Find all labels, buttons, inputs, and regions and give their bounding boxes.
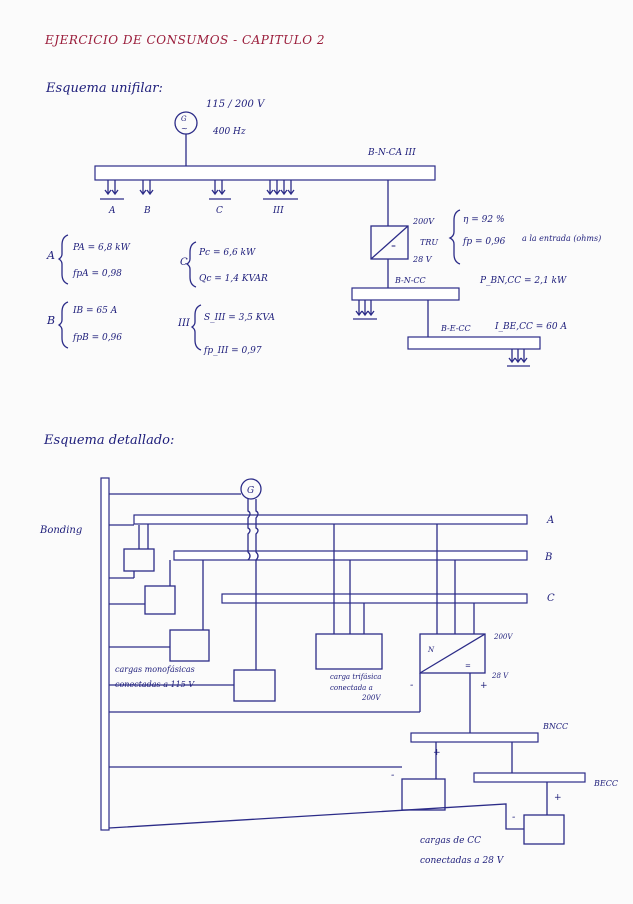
load-iii-name: III	[177, 318, 191, 329]
load-b-name: B	[46, 314, 55, 327]
dc-load-2	[523, 814, 565, 845]
load-b-power-factor: fpB = 0,96	[72, 333, 122, 343]
phase-a-bus	[133, 514, 528, 525]
tri-note-line2: conectada a	[330, 684, 373, 692]
phase-c-bus	[221, 593, 528, 604]
becc-label: BECC	[593, 779, 618, 788]
ess-bus-current: I_BE,CC = 60 A	[494, 322, 567, 332]
page-title: EJERCICIO DE CONSUMOS - CAPITULO 2	[44, 33, 325, 47]
tri-load	[315, 633, 383, 670]
mono-load-4	[233, 669, 276, 702]
mono-load-1	[123, 548, 155, 572]
svg-text:N: N	[427, 646, 435, 654]
load-a-power: PA = 6,8 kW	[72, 243, 131, 253]
tru-name: TRU	[420, 238, 438, 247]
load-c-power: Pc = 6,6 kW	[198, 248, 256, 258]
phase-b-bus	[173, 550, 528, 561]
tru-detailed-input: 200V	[493, 633, 513, 641]
load-b-label: B	[143, 206, 151, 216]
load-c-label: C	[216, 206, 223, 216]
dc-load-1-plus: +	[433, 748, 441, 758]
tru-note: a la entrada (ohms)	[522, 234, 601, 243]
tru-detailed	[419, 633, 486, 674]
load-b-arrows	[139, 180, 154, 196]
bonding-label: Bonding	[39, 525, 82, 536]
tru-efficiency: η = 92 %	[463, 215, 505, 225]
tru-input-voltage: 200V	[412, 217, 435, 226]
dc-bus-label: B-N-CC	[394, 276, 426, 285]
detallado-heading: Esquema detallado:	[43, 433, 174, 448]
bonding-bar	[100, 477, 110, 831]
tru-detailed-output: 28 V	[491, 672, 509, 680]
svg-text:G: G	[181, 115, 187, 123]
load-b-current: IB = 65 A	[72, 306, 118, 316]
generator-voltage: 115 / 200 V	[206, 99, 266, 110]
phase-c-label: C	[547, 593, 555, 604]
tru-plus-terminal: +	[480, 681, 488, 691]
becc-bus	[473, 772, 586, 783]
tri-note-line3: 200V	[361, 694, 381, 702]
mono-load-3	[169, 629, 210, 662]
ess-bus-label: B-E-CC	[440, 324, 471, 333]
load-a-label: A	[108, 206, 116, 216]
dc-note-line2: conectadas a 28 V	[420, 856, 505, 866]
mono-note-line1: cargas monofásicas	[115, 665, 195, 674]
dc-load-arrows	[353, 300, 377, 320]
load-a-power-factor: fpA = 0,98	[72, 269, 122, 279]
svg-text:=: =	[391, 243, 396, 250]
load-c-arrows	[209, 180, 231, 200]
tru-power-factor: fp = 0,96	[462, 237, 506, 247]
ac-bus-bar	[94, 165, 436, 181]
svg-text:G: G	[247, 486, 254, 496]
dc-load-1	[401, 778, 446, 811]
phase-a-label: A	[546, 515, 554, 526]
tru-output-voltage: 28 V	[412, 255, 433, 264]
ess-bus-bar	[407, 336, 541, 350]
svg-text:~: ~	[181, 124, 188, 133]
generator-icon: G ~	[174, 111, 198, 166]
dc-load-1-minus: -	[391, 770, 395, 781]
load-a-name: A	[46, 249, 55, 262]
generator-frequency: 400 Hz	[212, 127, 246, 137]
dc-note-line1: cargas de CC	[420, 836, 481, 846]
load-c-name: C	[180, 257, 188, 268]
load-iii-power-factor: fp_III = 0,97	[203, 346, 262, 356]
load-iii-arrows	[263, 180, 298, 200]
dc-bus-power: P_BN,CC = 2,1 kW	[479, 276, 567, 286]
generator-icon-detailed: G	[109, 478, 262, 594]
unifilar-heading: Esquema unifilar:	[45, 81, 163, 96]
mono-load-2	[144, 585, 176, 615]
load-iii-label: III	[272, 206, 284, 216]
dc-load-2-plus: +	[554, 793, 562, 803]
dc-load-2-minus: -	[512, 812, 516, 823]
phase-b-label: B	[544, 552, 552, 563]
dc-bus-bar	[351, 287, 460, 301]
load-a-arrows	[100, 180, 124, 200]
load-iii-apparent: S_III = 3,5 KVA	[204, 313, 275, 323]
ac-bus-label: B-N-CA III	[367, 148, 416, 158]
bncc-label: BNCC	[542, 722, 568, 731]
load-c-reactive: Qc = 1,4 KVAR	[199, 274, 268, 284]
bncc-bus	[410, 732, 539, 743]
tri-note-line1: carga trifásica	[330, 673, 381, 681]
tru-symbol: =	[370, 225, 409, 260]
mono-note-line2: conectadas a 115 V	[115, 680, 195, 689]
ess-load-arrows	[507, 349, 530, 367]
tru-minus-terminal: -	[410, 680, 414, 691]
svg-text:=: =	[465, 662, 471, 670]
